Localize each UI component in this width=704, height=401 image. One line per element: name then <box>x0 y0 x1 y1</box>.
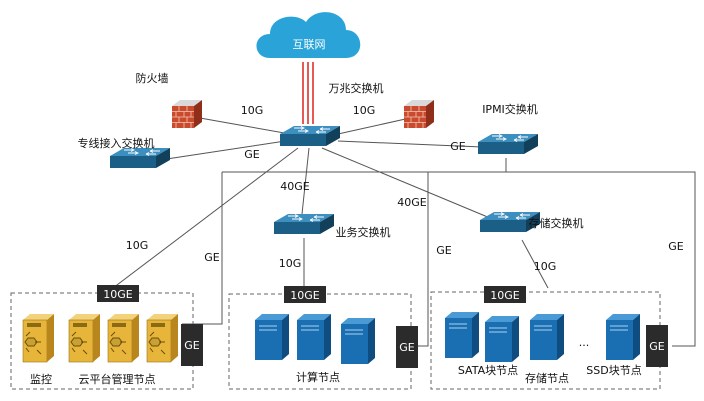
wire-ipmi-compute <box>418 172 429 347</box>
wire-core-mgmt <box>112 147 299 289</box>
link-label-core-business: 40GE <box>280 180 310 193</box>
sata-server-icon <box>484 315 520 363</box>
compute-10ge-tag <box>284 286 326 303</box>
business-switch-icon <box>273 213 335 235</box>
link-label-left-ge: GE <box>204 251 220 264</box>
firewall-label: 防火墙 <box>136 71 169 85</box>
firewall-right-icon <box>403 99 435 129</box>
link-label-dedicated: GE <box>244 148 260 161</box>
ipmi-switch-icon <box>477 133 539 155</box>
wire-core-firewall-right <box>337 117 411 135</box>
mgmt-server-icon <box>146 313 179 363</box>
mgmt-10ge-tag <box>97 285 139 302</box>
wire-core-storage <box>321 147 491 219</box>
ellipsis-label: ... <box>579 336 590 349</box>
wire-core-firewall-left <box>199 117 291 135</box>
storage-switch-label: 存储交换机 <box>529 216 584 230</box>
monitor-server-icon <box>22 313 55 363</box>
link-label-business-compute: 10G <box>279 257 302 270</box>
link-label-ipmi: GE <box>450 140 466 153</box>
compute-ge-tag-label: GE <box>399 341 415 354</box>
business-switch-label: 业务交换机 <box>336 225 391 239</box>
link-label-storage-ge: GE <box>436 244 452 257</box>
link-label-fw-left: 10G <box>241 104 264 117</box>
storage-node-label: 存储节点 <box>525 371 569 385</box>
mgmt-10ge-tag-label: 10GE <box>103 288 133 301</box>
internet-label: 互联网 <box>293 38 326 51</box>
compute-server-icon <box>296 313 332 361</box>
wire-ipmi-bus <box>222 171 696 347</box>
ssd-server-icon <box>605 313 641 361</box>
compute-label: 计算节点 <box>296 370 340 384</box>
compute-10ge-tag-label: 10GE <box>290 289 320 302</box>
mgmt-ge-tag-label: GE <box>184 339 200 352</box>
storage-ge-tag-label: GE <box>649 340 665 353</box>
mgmt-ge-tag <box>181 324 203 366</box>
ssd-label: SSD块节点 <box>586 364 641 377</box>
wire-core-dedicated <box>159 139 293 161</box>
core-switch-icon <box>279 125 341 147</box>
link-label-storage-nodes: 10G <box>534 260 557 273</box>
wire-storage-nodes <box>521 239 549 289</box>
wire-ipmi-mgmt <box>182 172 223 325</box>
internet-cloud-icon <box>256 12 361 59</box>
ipmi-switch-label: IPMI交换机 <box>482 102 538 116</box>
monitor-label: 监控 <box>30 372 52 386</box>
dedicated-switch-icon <box>109 147 171 169</box>
dedicated-switch-label: 专线接入交换机 <box>78 136 155 150</box>
sata-label: SATA块节点 <box>458 364 518 377</box>
firewall-left-icon <box>171 99 203 129</box>
storage-ge-tag <box>646 325 668 367</box>
core-switch-label: 万兆交换机 <box>329 81 384 95</box>
storage-10ge-tag-label: 10GE <box>490 289 520 302</box>
wire-core-business <box>301 147 310 215</box>
mgmt-server-icon <box>107 313 140 363</box>
link-label-fw-right: 10G <box>353 104 376 117</box>
link-label-right-ge: GE <box>668 240 684 253</box>
compute-server-icon <box>254 313 290 361</box>
storage-server-icon <box>529 313 565 361</box>
link-label-core-storage: 40GE <box>397 196 427 209</box>
wire-core-ipmi <box>337 140 483 148</box>
sata-server-icon <box>444 311 480 359</box>
mgmt-server-icon <box>68 313 101 363</box>
compute-server-icon <box>340 317 376 365</box>
compute-ge-tag <box>396 326 418 368</box>
link-label-left-10g: 10G <box>126 239 149 252</box>
storage-group-box <box>430 291 661 390</box>
storage-10ge-tag <box>484 286 526 303</box>
cloud-mgmt-label: 云平台管理节点 <box>79 372 156 386</box>
